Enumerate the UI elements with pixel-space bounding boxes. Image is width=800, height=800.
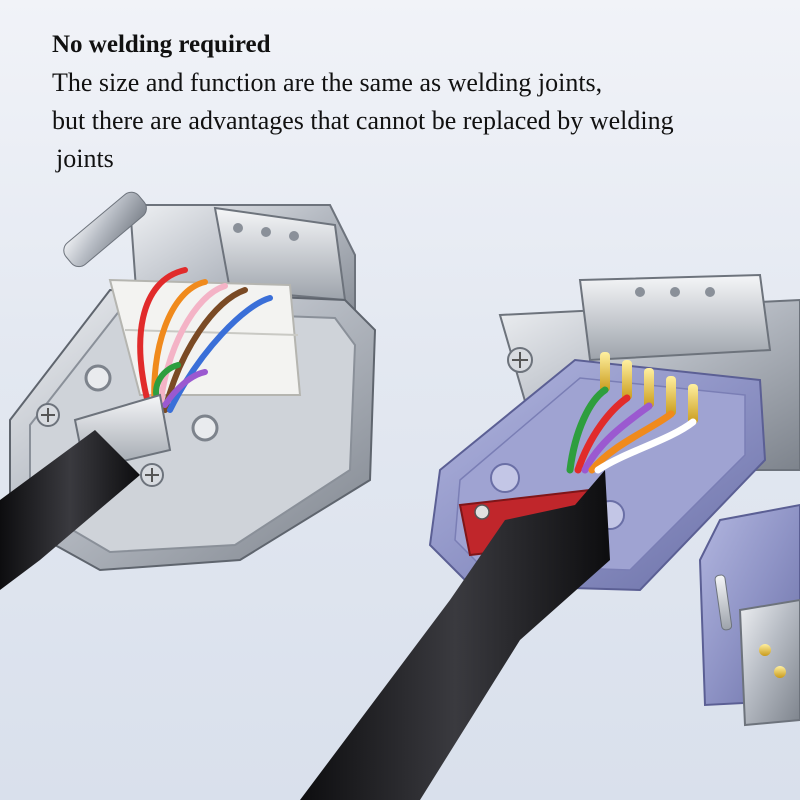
caption-line-3: joints [56,144,114,173]
metal-connector [0,191,377,590]
screw-icon [36,403,164,487]
wire-bundle [137,267,273,413]
wire-bundle-right [566,386,697,474]
caption-block: No welding required The size and functio… [52,30,792,178]
dsub-plug-right [578,273,772,362]
caption-line-1: The size and function are the same as we… [52,68,603,97]
caption-line-2: but there are advantages that cannot be … [52,106,674,135]
blue-connector [300,273,800,800]
cable-right [300,470,610,800]
gold-pins [600,352,698,424]
partial-connector [698,503,800,727]
headline: No welding required [52,31,271,58]
cable-left [0,430,140,590]
